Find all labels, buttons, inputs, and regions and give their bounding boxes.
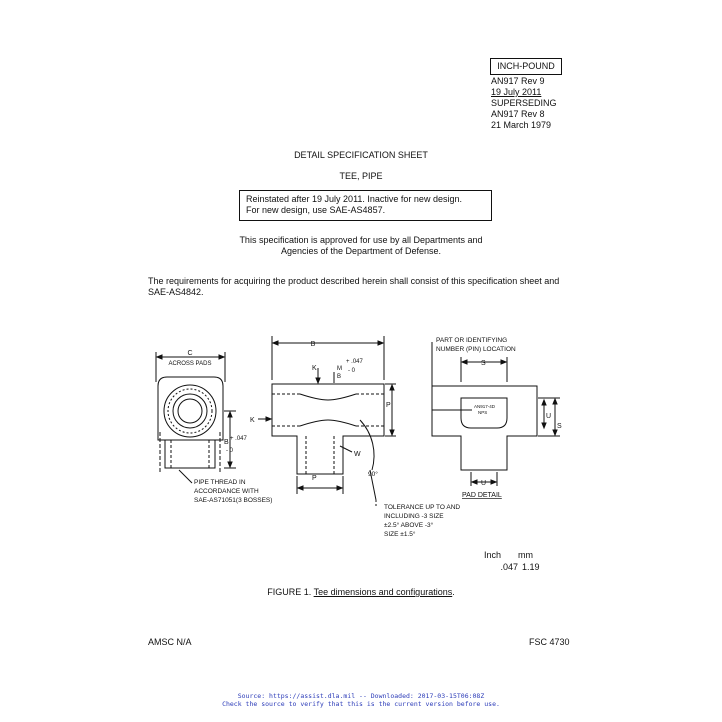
approval-line: Agencies of the Department of Defense.	[280, 246, 442, 256]
source-line[interactable]: Source: https://assist.dla.mil -- Downlo…	[237, 692, 485, 700]
caption-prefix: FIGURE 1.	[267, 587, 314, 597]
conversion-header-mm: mm	[518, 550, 533, 560]
tol-minus-label: - 0	[226, 448, 234, 454]
amsc-label: AMSC N/A	[148, 637, 192, 647]
inch-pound-box: INCH-POUND	[490, 58, 562, 75]
requirements-line: The requirements for acquiring the produ…	[148, 276, 560, 286]
pad-detail-label: PAD DETAIL	[462, 492, 502, 499]
dim-p-right-label: P	[386, 402, 391, 409]
angle-label: 90°	[368, 470, 378, 478]
dim-m-label: M	[337, 366, 342, 372]
tolerance-note-line: ±2.5° ABOVE -3°	[384, 521, 434, 529]
fsc-label: FSC 4730	[529, 637, 570, 647]
conversion-header-inch: Inch	[484, 550, 502, 560]
center-tol-minus-label: - 0	[348, 368, 356, 374]
approval-statement: This specification is approved for use b…	[0, 235, 722, 257]
tolerance-note-line: SIZE ±1.5°	[384, 530, 416, 538]
figure-caption: FIGURE 1. Tee dimensions and configurati…	[0, 587, 722, 598]
pin-note-line: PART OR IDENTIFYING	[436, 337, 507, 344]
across-pads-label: ACROSS PADS	[169, 361, 212, 367]
revision-line: AN917 Rev 8	[491, 109, 545, 119]
document-subtitle: TEE, PIPE	[339, 171, 383, 181]
dim-s-right-label: S	[557, 423, 562, 430]
tol-plus-label: + .047	[230, 436, 248, 442]
notice-box: Reinstated after 19 July 2011. Inactive …	[239, 190, 492, 221]
thread-note-line: SAE-AS71051(3 BOSSES)	[194, 497, 272, 504]
caption-link[interactable]: Tee dimensions and configurations	[313, 587, 453, 597]
notice-line: Reinstated after 19 July 2011. Inactive …	[246, 194, 462, 204]
thread-note-line: PIPE THREAD IN	[194, 479, 246, 486]
source-check-line: Check the source to verify that this is …	[222, 700, 500, 708]
side-view-drawing	[258, 336, 396, 508]
conversion-cell-mm: 1.19	[522, 562, 540, 572]
dim-c-label: C	[187, 350, 192, 357]
dim-u-right-label: U	[546, 413, 551, 420]
revision-block: AN917 Rev 9 19 July 2011 SUPERSEDING AN9…	[491, 76, 557, 131]
dim-k-top-label: K	[312, 365, 317, 372]
pad-detail-drawing	[431, 342, 560, 486]
tolerance-note-line: INCLUDING -3 SIZE	[384, 513, 444, 520]
conversion-header-row: Inch mm	[484, 550, 540, 561]
pad-marking-line: NPS	[478, 410, 487, 415]
revision-line: 21 March 1979	[491, 120, 552, 130]
dim-p-bottom-label: P	[312, 475, 317, 482]
dim-k-left-label: K	[250, 417, 255, 424]
dim-u-bottom-label: U	[481, 480, 486, 487]
dim-b-mid-label: B	[337, 374, 341, 380]
requirements-line: SAE-AS4842.	[148, 287, 204, 297]
conversion-row: .047 1.19	[484, 562, 540, 573]
pad-marking-line: AN917-4D	[474, 404, 496, 409]
revision-line: SUPERSEDING	[491, 98, 557, 108]
end-view-drawing	[155, 352, 236, 484]
dim-w-label: W	[354, 451, 361, 458]
thread-note-line: ACCORDANCE WITH	[194, 488, 259, 495]
dim-s-top-label: S	[481, 360, 486, 367]
document-title: DETAIL SPECIFICATION SHEET	[294, 150, 428, 160]
pin-note-line: NUMBER (PIN) LOCATION	[436, 346, 516, 353]
revision-date: 19 July 2011	[491, 87, 542, 97]
approval-line: This specification is approved for use b…	[239, 235, 483, 245]
center-tol-plus-label: + .047	[346, 359, 364, 365]
tolerance-note-line: TOLERANCE UP TO AND	[384, 504, 460, 511]
caption-suffix: .	[452, 587, 455, 597]
requirements-paragraph: The requirements for acquiring the produ…	[148, 276, 588, 298]
conversion-table: Inch mm .047 1.19	[484, 550, 540, 573]
dim-b-label: B	[224, 439, 229, 446]
revision-line: AN917 Rev 9	[491, 76, 545, 86]
notice-line: For new design, use SAE-AS4857.	[246, 205, 386, 215]
dim-b-top-label: B	[311, 341, 316, 348]
conversion-cell-inch: .047	[500, 562, 518, 572]
